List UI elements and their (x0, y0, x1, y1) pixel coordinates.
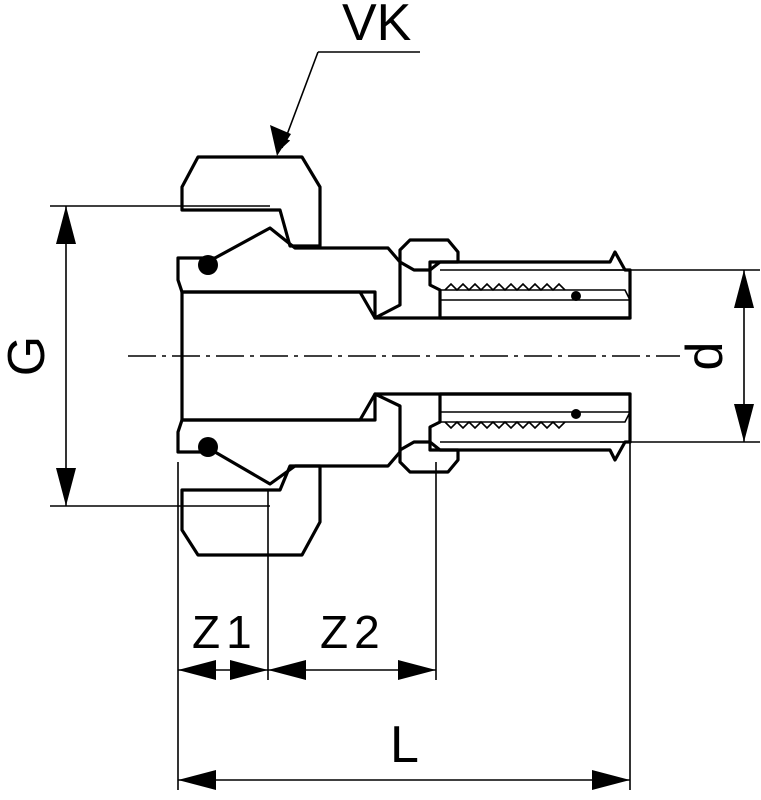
o-ring-top (198, 255, 218, 275)
o-ring-small-top (571, 291, 581, 301)
fitting-body-top (176, 226, 402, 320)
l-label: L (390, 716, 419, 774)
union-nut-top (180, 155, 322, 248)
d-dimension (600, 269, 760, 443)
union-nut-bottom (180, 464, 322, 557)
z1-label: Z1 (192, 606, 258, 658)
o-ring-small-bottom (571, 409, 581, 419)
d-label: d (676, 342, 734, 371)
fitting-body-bottom (176, 392, 402, 486)
l-dimension (178, 770, 630, 790)
extension-lines (177, 442, 631, 790)
z1-dimension (178, 660, 268, 680)
z2-dimension (268, 660, 436, 680)
press-sleeve-bottom (398, 392, 632, 474)
g-label: G (0, 336, 56, 376)
g-dimension (50, 205, 270, 507)
thread-teeth (444, 282, 566, 430)
vk-leader (270, 51, 420, 156)
press-sleeve-top (398, 238, 632, 320)
vk-label: VK (342, 0, 412, 52)
o-ring-bottom (198, 437, 218, 457)
z2-label: Z2 (320, 606, 386, 658)
